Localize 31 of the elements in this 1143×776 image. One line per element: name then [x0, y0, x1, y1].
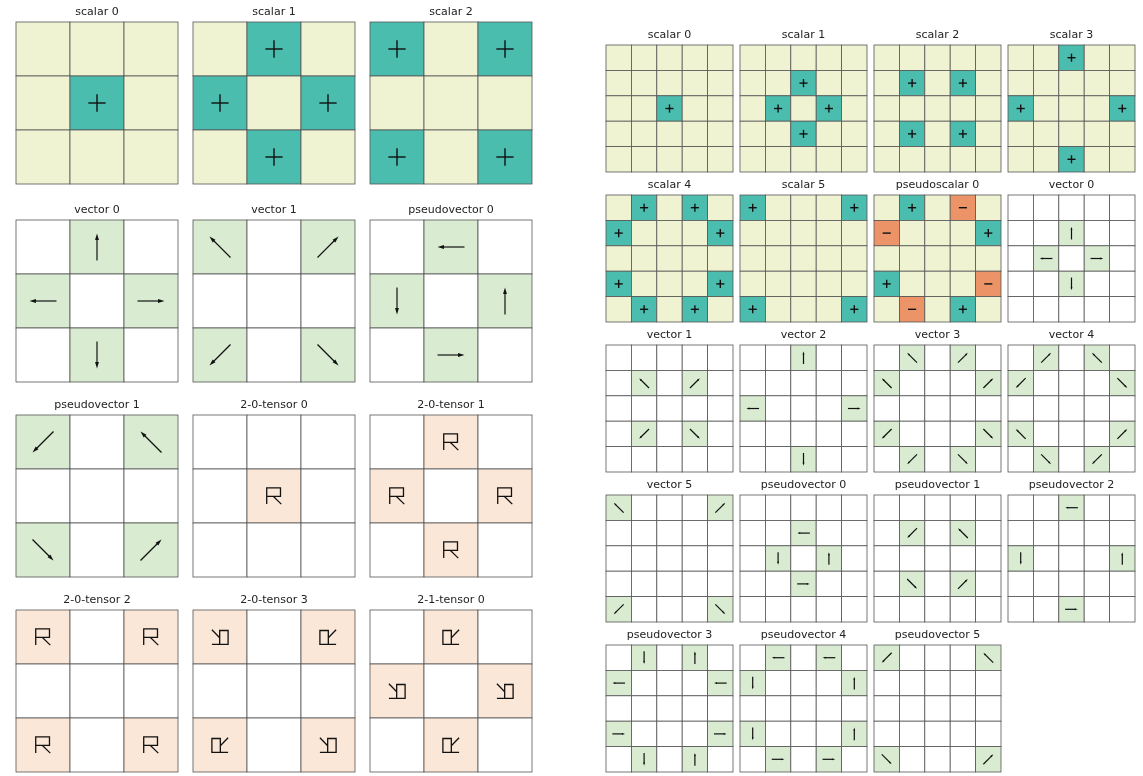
- panel-title: scalar 2: [428, 5, 474, 18]
- panel-title: vector 1: [250, 203, 298, 216]
- panel-title: pseudovector 0: [407, 203, 495, 216]
- panel-title: scalar 3: [1048, 28, 1095, 41]
- panel-title: vector 2: [779, 328, 828, 341]
- panel-title: scalar 4: [646, 178, 693, 191]
- panel-title: pseudovector 0: [759, 478, 848, 491]
- panel-title: pseudoscalar 0: [894, 178, 981, 191]
- panel-title: 2-0-tensor 1: [416, 398, 486, 411]
- panel-title: vector 1: [645, 328, 694, 341]
- panel-title: pseudovector 4: [759, 628, 848, 641]
- panel-title: 2-1-tensor 0: [416, 593, 486, 606]
- panel-title: scalar 0: [74, 5, 120, 18]
- panel-title: scalar 1: [780, 28, 827, 41]
- panel-title: scalar 0: [646, 28, 693, 41]
- panel-title: pseudovector 2: [1027, 478, 1116, 491]
- panel-title: pseudovector 5: [893, 628, 982, 641]
- panel-title: 2-0-tensor 3: [239, 593, 309, 606]
- panel-title: vector 3: [913, 328, 962, 341]
- panel-title: vector 0: [1047, 178, 1096, 191]
- panel-title: scalar 1: [251, 5, 297, 18]
- panel-title: 2-0-tensor 2: [62, 593, 132, 606]
- panel-title: scalar 5: [780, 178, 827, 191]
- panel-title: vector 4: [1047, 328, 1096, 341]
- panel-title: 2-0-tensor 0: [239, 398, 309, 411]
- panel-title: scalar 2: [914, 28, 961, 41]
- panel-title: vector 5: [645, 478, 694, 491]
- panel-title: pseudovector 3: [625, 628, 714, 641]
- panel-title: pseudovector 1: [53, 398, 141, 411]
- panel-title: vector 0: [73, 203, 121, 216]
- panel-title: pseudovector 1: [893, 478, 982, 491]
